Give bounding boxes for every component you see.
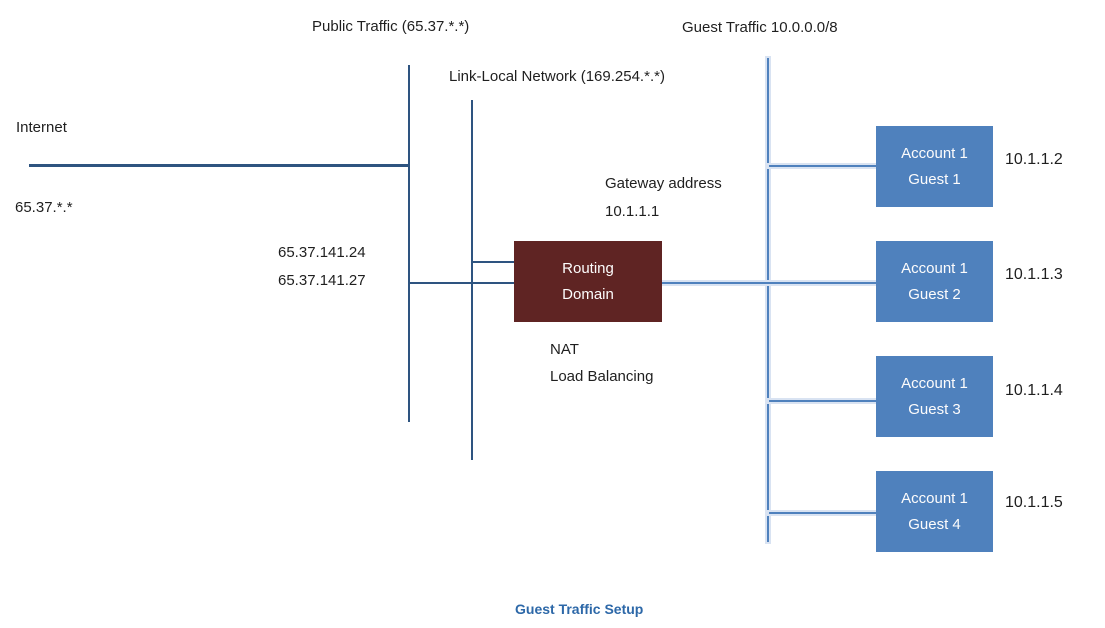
guest-traffic-trunk-line bbox=[767, 58, 769, 542]
internet-line bbox=[29, 164, 409, 167]
guest4-box: Account 1 Guest 4 bbox=[876, 471, 993, 552]
nat-ip-2-label: 65.37.141.27 bbox=[278, 272, 366, 289]
routing-domain-line2: Domain bbox=[562, 285, 614, 303]
nat-ip-1-connector-line bbox=[472, 261, 516, 263]
gateway-address-line2: 10.1.1.1 bbox=[605, 203, 660, 220]
load-balancing-label: Load Balancing bbox=[550, 368, 654, 385]
guest4-connector-line bbox=[769, 512, 876, 514]
guest3-box: Account 1 Guest 3 bbox=[876, 356, 993, 437]
public-traffic-label: Public Traffic (65.37.*.*) bbox=[312, 18, 470, 35]
guest1-account-label: Account 1 bbox=[901, 144, 968, 162]
guest3-connector-line bbox=[769, 400, 876, 402]
public-traffic-trunk-line bbox=[408, 65, 410, 422]
routing-to-guest2-line bbox=[662, 282, 876, 284]
internet-label: Internet bbox=[16, 119, 67, 136]
link-local-trunk-line bbox=[471, 100, 473, 460]
guest3-name-label: Guest 3 bbox=[908, 400, 961, 418]
gateway-address-line1: Gateway address bbox=[605, 175, 722, 192]
routing-domain-line1: Routing bbox=[562, 259, 614, 277]
link-local-network-label: Link-Local Network (169.254.*.*) bbox=[449, 68, 665, 85]
guest4-account-label: Account 1 bbox=[901, 489, 968, 507]
guest3-ip-label: 10.1.1.4 bbox=[1005, 382, 1063, 399]
nat-label: NAT bbox=[550, 341, 579, 358]
guest1-connector-line bbox=[769, 165, 876, 167]
wan-range-label: 65.37.*.* bbox=[15, 199, 73, 216]
guest2-ip-label: 10.1.1.3 bbox=[1005, 266, 1063, 283]
guest4-ip-label: 10.1.1.5 bbox=[1005, 494, 1063, 511]
guest1-ip-label: 10.1.1.2 bbox=[1005, 151, 1063, 168]
guest2-name-label: Guest 2 bbox=[908, 285, 961, 303]
guest4-name-label: Guest 4 bbox=[908, 515, 961, 533]
diagram-caption: Guest Traffic Setup bbox=[515, 601, 644, 617]
guest2-box: Account 1 Guest 2 bbox=[876, 241, 993, 322]
guest3-account-label: Account 1 bbox=[901, 374, 968, 392]
gateway-address-label: Gateway address 10.1.1.1 bbox=[605, 170, 722, 226]
guest1-name-label: Guest 1 bbox=[908, 170, 961, 188]
routing-domain-box: Routing Domain bbox=[514, 241, 662, 322]
guest2-account-label: Account 1 bbox=[901, 259, 968, 277]
nat-ip-2-connector-line bbox=[409, 282, 516, 284]
nat-ip-1-label: 65.37.141.24 bbox=[278, 244, 366, 261]
guest-traffic-label: Guest Traffic 10.0.0.0/8 bbox=[682, 19, 838, 36]
guest1-box: Account 1 Guest 1 bbox=[876, 126, 993, 207]
